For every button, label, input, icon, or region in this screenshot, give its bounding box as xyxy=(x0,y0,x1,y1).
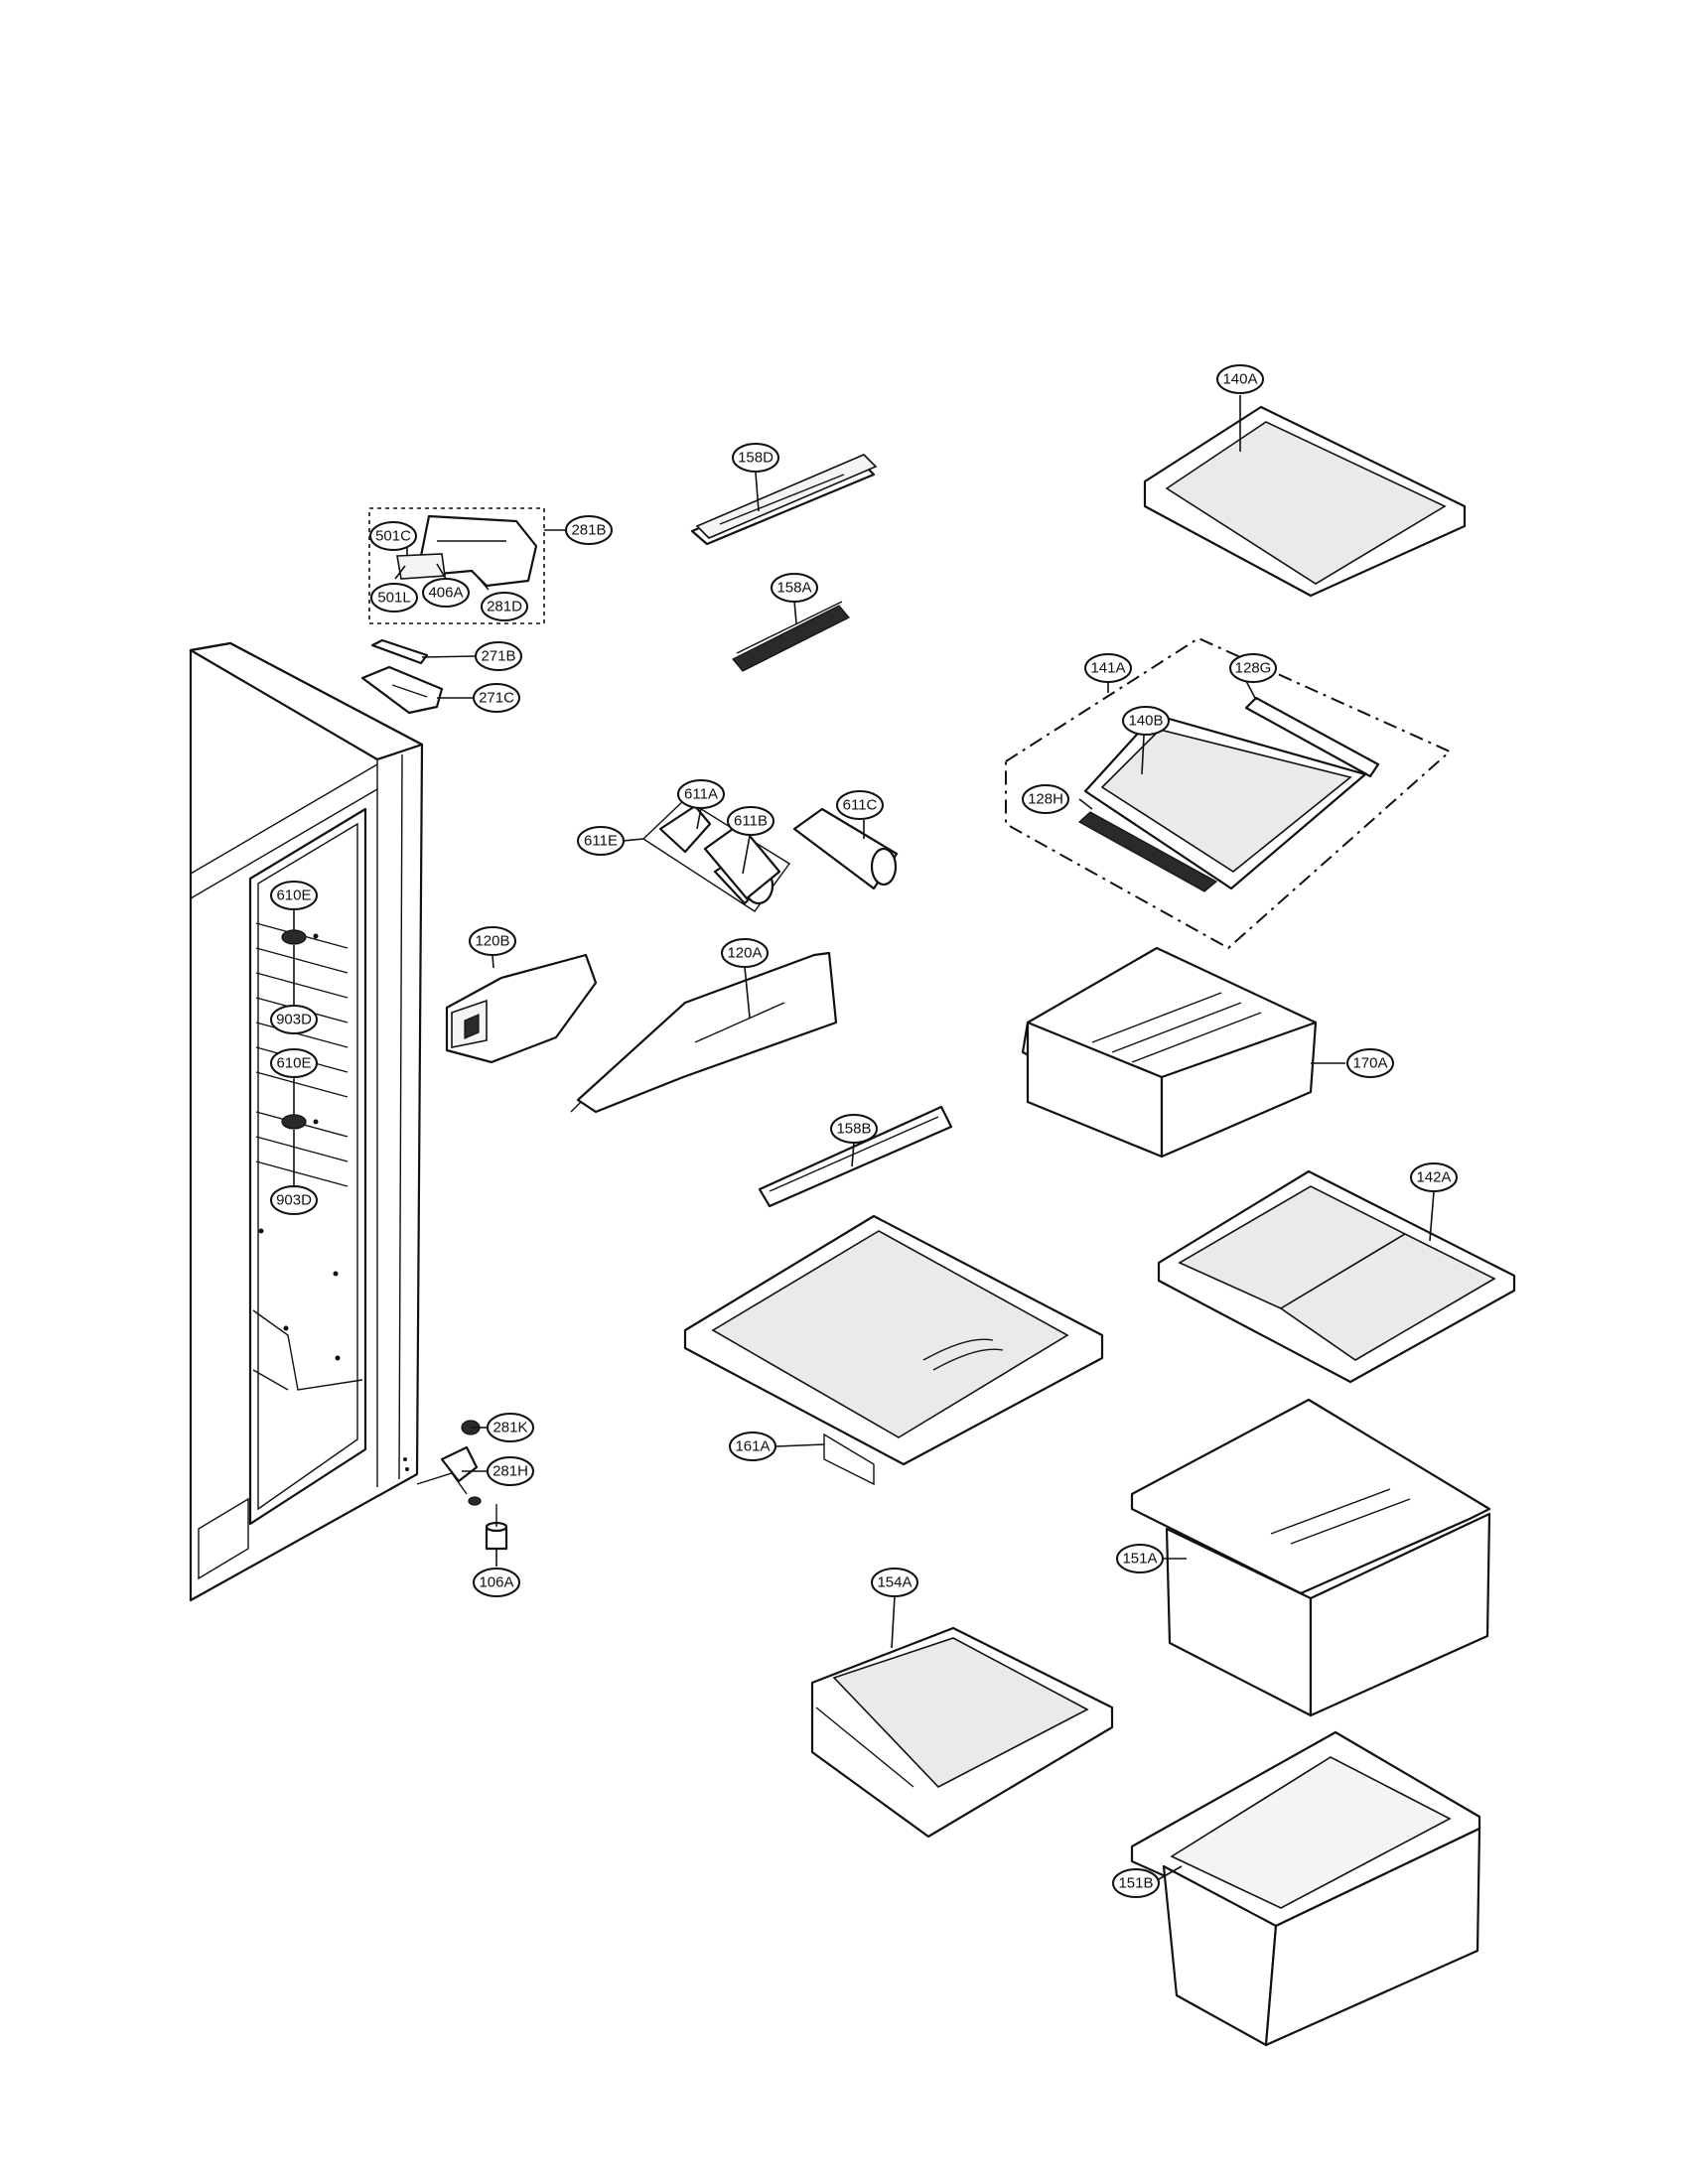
callout-611E: 611E xyxy=(577,826,625,856)
crisper-cover-154A xyxy=(810,1626,1114,1839)
callout-label: 142A xyxy=(1416,1169,1451,1186)
callout-141A: 141A xyxy=(1084,653,1132,683)
door-badge-top xyxy=(281,929,307,945)
callout-151A: 151A xyxy=(1116,1544,1164,1573)
callout-label: 128G xyxy=(1235,660,1272,677)
callout-281B: 281B xyxy=(565,515,613,545)
callout-128G: 128G xyxy=(1229,653,1277,683)
callout-label: 161A xyxy=(735,1438,770,1455)
callout-142A: 142A xyxy=(1410,1162,1458,1192)
callout-271B: 271B xyxy=(475,641,522,671)
callout-903D-bottom: 903D xyxy=(270,1185,318,1215)
callout-158D: 158D xyxy=(732,443,779,473)
filter-cover-611C xyxy=(792,807,899,890)
water-tube-housing-120A xyxy=(570,951,838,1114)
shelf-142A xyxy=(1157,1169,1516,1384)
callout-128H: 128H xyxy=(1022,784,1069,814)
filter-assembly-611E xyxy=(641,798,791,912)
callout-label: 106A xyxy=(479,1574,513,1591)
callout-label: 281D xyxy=(487,599,522,615)
callout-406A: 406A xyxy=(422,578,470,608)
callout-label: 281B xyxy=(571,522,606,539)
callout-151B: 151B xyxy=(1112,1868,1160,1898)
callout-label: 611E xyxy=(584,833,618,850)
callout-610E-top: 610E xyxy=(270,881,318,910)
shelf-140A xyxy=(1143,405,1467,598)
callout-label: 406A xyxy=(428,585,463,602)
callout-label: 271C xyxy=(479,690,514,707)
callout-611A: 611A xyxy=(677,779,725,809)
callout-label: 151B xyxy=(1118,1875,1153,1892)
callout-271C: 271C xyxy=(473,683,520,713)
callout-281K: 281K xyxy=(487,1413,534,1442)
crisper-drawer-170A xyxy=(1021,946,1318,1159)
callout-label: 610E xyxy=(276,887,311,904)
callout-140B: 140B xyxy=(1122,706,1170,736)
callout-label: 158A xyxy=(776,580,811,597)
refrigerator-cabinet xyxy=(189,641,424,1602)
dispenser-housing-120B xyxy=(445,953,598,1064)
callout-158A: 158A xyxy=(771,573,818,603)
callout-610E-bottom: 610E xyxy=(270,1048,318,1078)
callout-label: 128H xyxy=(1028,791,1063,808)
callout-label: 903D xyxy=(276,1192,312,1209)
callout-label: 271B xyxy=(481,648,515,665)
callout-170A: 170A xyxy=(1346,1048,1394,1078)
callout-611B: 611B xyxy=(727,806,774,836)
callout-903D-top: 903D xyxy=(270,1005,318,1034)
bracket-271C xyxy=(360,665,444,715)
callout-158B: 158B xyxy=(830,1114,878,1144)
crisper-drawer-151B xyxy=(1130,1730,1481,2047)
callout-label: 120B xyxy=(475,933,509,950)
shelf-assembly-141A xyxy=(1005,636,1452,950)
callout-154A: 154A xyxy=(871,1568,918,1597)
callout-label: 611A xyxy=(684,786,718,803)
callout-label: 151A xyxy=(1122,1551,1157,1568)
callout-label: 611B xyxy=(734,813,768,830)
callout-611C: 611C xyxy=(836,790,884,820)
tray-158D xyxy=(690,454,878,546)
callout-labels: 140A 158D 501C 281B 501L 406A 281D 158A … xyxy=(270,364,1458,1898)
callout-140A: 140A xyxy=(1216,364,1264,394)
callout-label: 501C xyxy=(375,528,411,545)
callout-161A: 161A xyxy=(729,1432,776,1461)
callout-label: 903D xyxy=(276,1012,312,1028)
callout-label: 281H xyxy=(492,1463,528,1480)
callout-281D: 281D xyxy=(481,592,528,621)
callout-label: 170A xyxy=(1352,1055,1387,1072)
callout-label: 158B xyxy=(836,1121,871,1138)
callout-label: 154A xyxy=(877,1574,912,1591)
rail-158A xyxy=(732,601,850,672)
callout-501L: 501L xyxy=(370,583,418,613)
callout-120B: 120B xyxy=(469,926,516,956)
callout-281H: 281H xyxy=(487,1456,534,1486)
callout-106A: 106A xyxy=(473,1568,520,1597)
callout-label: 501L xyxy=(377,590,410,607)
callout-501C: 501C xyxy=(369,521,417,551)
callout-label: 140A xyxy=(1222,371,1257,388)
crisper-drawer-151A xyxy=(1130,1398,1491,1717)
callout-label: 141A xyxy=(1090,660,1125,677)
hinge-assembly xyxy=(416,1420,508,1551)
callout-label: 120A xyxy=(727,945,762,962)
callout-label: 611C xyxy=(843,797,878,814)
rail-158B xyxy=(758,1105,953,1208)
callout-label: 610E xyxy=(276,1055,311,1072)
shelf-161A xyxy=(683,1214,1104,1486)
callout-label: 158D xyxy=(738,450,774,467)
door-badge-bottom xyxy=(281,1114,307,1130)
bracket-271B xyxy=(370,638,429,665)
callout-label: 281K xyxy=(492,1420,527,1436)
callout-label: 140B xyxy=(1128,713,1163,730)
callout-120A: 120A xyxy=(721,938,769,968)
